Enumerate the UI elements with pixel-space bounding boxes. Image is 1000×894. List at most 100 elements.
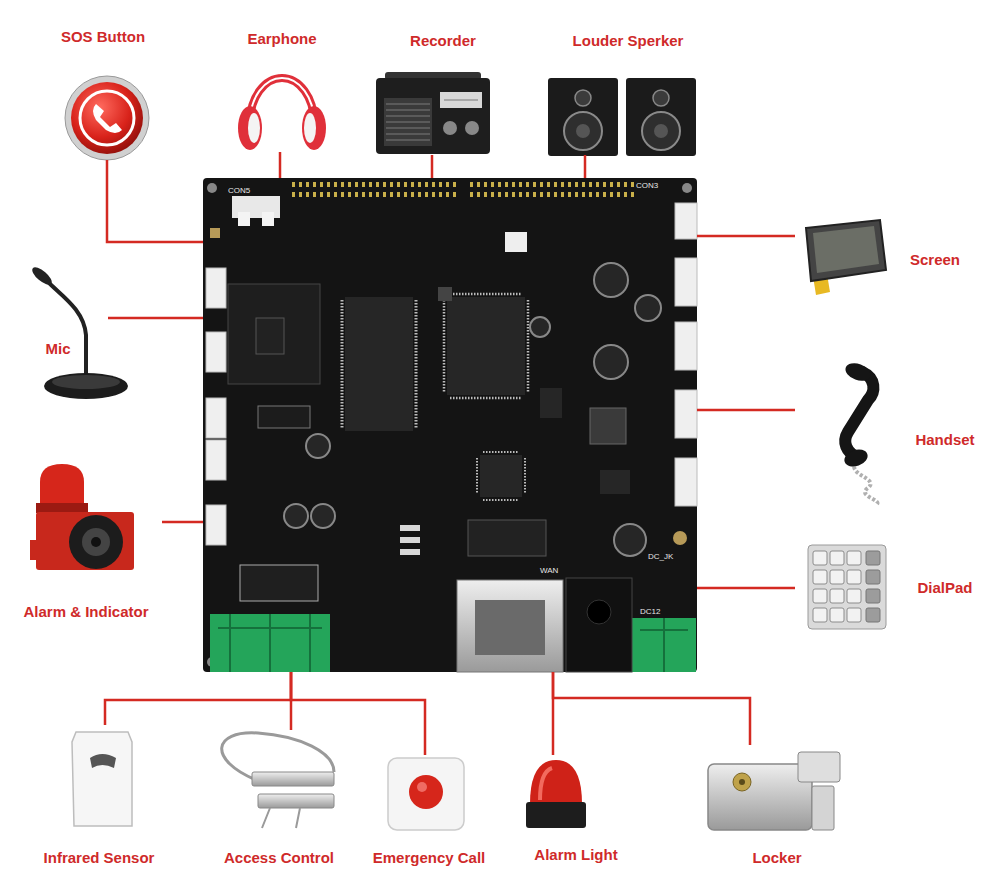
alarm-indicator-icon-part: [36, 503, 88, 513]
alarm-indicator-icon-part: [30, 540, 40, 560]
speaker-icon-part: [653, 90, 669, 106]
device-label: DialPad: [917, 579, 972, 597]
device-node: Access Control: [210, 730, 347, 869]
circuit-board-illustration-part-part: [206, 398, 226, 438]
handset-icon-part: [843, 360, 873, 384]
device-node: Earphone: [235, 28, 330, 152]
door-lock-icon-part: [739, 779, 745, 785]
alarm-indicator-icon-part: [82, 528, 110, 556]
circuit-board: CON5CON3WANDC_JKDC12: [203, 178, 697, 672]
device-node: Louder Sperker: [543, 30, 715, 155]
handset-icon-part: [845, 372, 873, 458]
earphone-icon-part: [238, 106, 262, 150]
dialpad-icon-part-part: [866, 608, 880, 622]
circuit-board-illustration-part: [262, 212, 274, 226]
device-node: Alarm Light: [522, 755, 630, 869]
lcd-screen-icon-part: [806, 220, 886, 281]
device-node: DialPad: [795, 540, 985, 632]
alarm-light-icon-part: [530, 760, 582, 804]
circuit-board-illustration-part: [632, 618, 696, 672]
circuit-board-illustration-part: [590, 408, 626, 444]
device-label: Recorder: [410, 32, 476, 50]
circuit-board-illustration-part-part: [311, 504, 335, 528]
door-contact-icon: [222, 733, 334, 828]
recorder-icon-part: [440, 92, 482, 108]
device-node: Screen: [795, 215, 985, 295]
circuit-board-illustration: [203, 178, 697, 672]
device-label: Locker: [752, 849, 801, 867]
device-label: Infrared Sensor: [44, 849, 155, 867]
device-node: Handset: [795, 365, 990, 507]
connector-line: [431, 155, 434, 178]
emergency-call-icon-part: [409, 775, 443, 809]
earphone-icon-part: [304, 113, 316, 143]
circuit-board-illustration-part: [468, 520, 546, 556]
dialpad-icon-part-part: [830, 608, 844, 622]
door-lock-icon-part: [708, 764, 812, 830]
connector-line: [107, 160, 203, 242]
device-label: Access Control: [224, 849, 334, 867]
silkscreen-label: CON3: [636, 181, 658, 190]
alarm-light-icon-part: [540, 768, 552, 800]
infrared-sensor-icon: [72, 732, 132, 826]
circuit-board-illustration-part: [288, 185, 638, 195]
emergency-call-icon: [388, 758, 464, 830]
alarm-light-icon-part: [526, 802, 586, 828]
infrared-sensor-icon-part: [72, 732, 132, 826]
circuit-board-illustration-part-part: [594, 345, 628, 379]
circuit-board-illustration-part-part: [530, 317, 550, 337]
speaker-icon-part: [548, 78, 618, 156]
dialpad-icon: [808, 545, 886, 629]
circuit-board-illustration-part-part: [675, 322, 697, 370]
circuit-board-illustration-part-part: [400, 549, 420, 555]
recorder-icon-part: [376, 78, 490, 154]
circuit-board-illustration-part: [256, 318, 284, 354]
device-label: Alarm & Indicator: [23, 603, 148, 621]
alarm-indicator-icon-part: [40, 464, 84, 505]
circuit-board-illustration-part-part: [675, 390, 697, 438]
circuit-board-illustration-part: [207, 183, 217, 193]
device-label: Alarm Light: [534, 846, 617, 864]
silkscreen-label: DC_JK: [648, 552, 673, 561]
circuit-board-illustration-part: [240, 565, 318, 601]
circuit-board-illustration-part-part: [675, 458, 697, 506]
circuit-board-illustration-part: [400, 525, 420, 555]
emergency-call-icon-part: [417, 782, 427, 792]
recorder-icon-part: [384, 98, 432, 146]
sos-button-icon-part: [93, 104, 122, 133]
connector-line: [108, 317, 203, 320]
dialpad-icon-part-part: [830, 551, 844, 565]
connector-line: [290, 672, 293, 730]
speaker-icon-part: [576, 124, 590, 138]
device-label: SOS Button: [61, 28, 145, 46]
microphone-icon-part: [30, 264, 55, 287]
circuit-board-illustration-part: [238, 212, 250, 226]
dialpad-icon-part-part: [813, 589, 827, 603]
circuit-board-illustration-part-part: [614, 524, 646, 556]
circuit-board-illustration-part: [444, 294, 528, 398]
circuit-board-illustration-part-part: [400, 525, 420, 531]
alarm-indicator-icon-part: [36, 512, 134, 570]
dialpad-icon-part-part: [866, 589, 880, 603]
microphone-icon-part: [52, 375, 120, 389]
connector-line: [697, 235, 795, 238]
device-label: Emergency Call: [373, 849, 486, 867]
circuit-board-illustration-part: [288, 182, 638, 197]
earphone-icon-part: [302, 106, 326, 150]
device-label: Earphone: [247, 30, 316, 48]
door-lock-icon-part: [798, 752, 840, 782]
circuit-board-illustration-part: [566, 578, 632, 672]
connector-line: [584, 155, 587, 178]
circuit-board-illustration-part: [505, 232, 527, 252]
connector-line: [105, 672, 291, 725]
device-label: Screen: [910, 251, 960, 269]
connector-line: [162, 521, 203, 524]
device-label: Louder Sperker: [573, 32, 684, 50]
device-node: Emergency Call: [362, 755, 497, 869]
dialpad-icon-part-part: [813, 551, 827, 565]
circuit-board-illustration-part-part: [675, 258, 697, 306]
door-lock-icon: [708, 752, 840, 830]
circuit-board-illustration-part: [210, 228, 220, 238]
